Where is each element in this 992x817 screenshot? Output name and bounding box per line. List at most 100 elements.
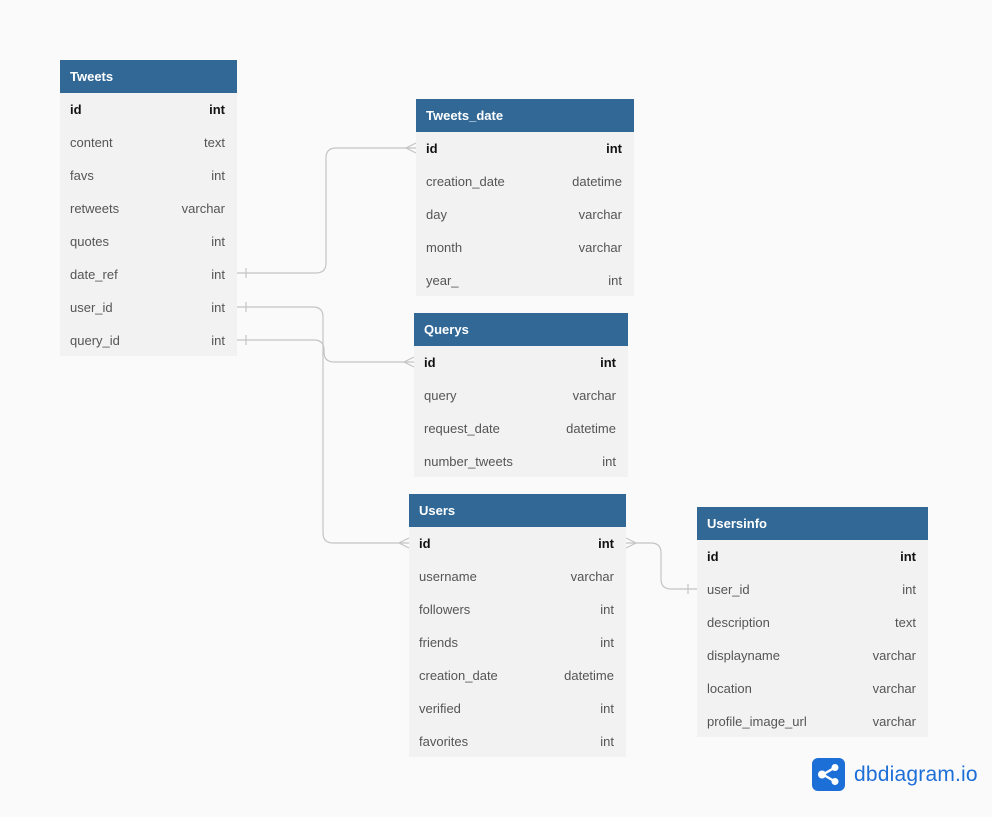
field-row-content[interactable]: content text (60, 126, 237, 159)
field-name: favorites (419, 733, 469, 749)
field-name: favs (70, 168, 94, 183)
relation-tweets-users[interactable] (237, 302, 410, 549)
field-name: number_tweets (424, 453, 513, 469)
relation-usersinfo-users[interactable] (625, 537, 697, 594)
brand-logo[interactable]: dbdiagram.io (812, 758, 978, 791)
field-type: int (606, 141, 622, 156)
field-row-query-id[interactable]: query_id int (60, 324, 237, 356)
field-row-day[interactable]: day varchar (416, 198, 634, 231)
field-type: varchar (578, 207, 622, 222)
field-type: int (211, 168, 225, 183)
field-row-id[interactable]: id int (414, 346, 628, 379)
field-type: text (895, 615, 916, 630)
field-name: id (424, 355, 436, 370)
field-type: varchar (181, 201, 225, 216)
field-name: year_ (426, 272, 459, 288)
field-name: content (70, 135, 113, 150)
field-type: int (608, 272, 622, 288)
field-name: user_id (707, 582, 750, 597)
field-row-description[interactable]: description text (697, 606, 928, 639)
field-type: int (600, 701, 614, 716)
table-header-usersinfo[interactable]: Usersinfo (697, 507, 928, 540)
field-name: quotes (70, 234, 110, 249)
field-name: followers (419, 602, 471, 617)
relation-tweets-date[interactable] (237, 142, 417, 278)
field-row-creation-date[interactable]: creation_date datetime (409, 659, 626, 692)
field-type: datetime (564, 668, 614, 683)
field-row-favs[interactable]: favs int (60, 159, 237, 192)
field-row-location[interactable]: location varchar (697, 672, 928, 705)
field-row-quotes[interactable]: quotes int (60, 225, 237, 258)
field-row-date-ref[interactable]: date_ref int (60, 258, 237, 291)
field-row-month[interactable]: month varchar (416, 231, 634, 264)
field-name: verified (419, 701, 461, 716)
field-name: displayname (707, 648, 780, 663)
table-tweets[interactable]: Tweets id int content text favs int retweets va… (60, 60, 237, 356)
field-row-retweets[interactable]: retweets varchar (60, 192, 237, 225)
field-row-displayname[interactable]: displayname varchar (697, 639, 928, 672)
field-row-favorites[interactable]: favorites int (409, 725, 626, 757)
field-name: date_ref (70, 267, 118, 282)
field-name: location (707, 681, 752, 696)
field-type: varchar (872, 681, 916, 696)
field-type: text (204, 135, 225, 150)
field-name: query_id (70, 332, 120, 348)
table-header-querys[interactable]: Querys (414, 313, 628, 346)
table-header-users[interactable]: Users (409, 494, 626, 527)
field-type: int (209, 102, 225, 117)
field-name: month (426, 240, 463, 255)
field-name: id (70, 102, 82, 117)
table-header-tweets-date[interactable]: Tweets_date (416, 99, 634, 132)
field-row-id[interactable]: id int (416, 132, 634, 165)
field-type: int (602, 453, 616, 469)
field-type: int (211, 234, 225, 249)
brand-text: dbdiagram.io (854, 762, 978, 786)
field-name: query (424, 388, 457, 403)
share-nodes-icon (812, 758, 845, 791)
field-row-id[interactable]: id int (60, 93, 237, 126)
field-row-user-id[interactable]: user_id int (697, 573, 928, 606)
field-type: int (211, 332, 225, 348)
field-type: int (600, 733, 614, 749)
field-name: id (707, 549, 719, 564)
field-type: varchar (570, 569, 614, 584)
field-name: description (707, 615, 770, 630)
field-type: int (600, 355, 616, 370)
field-row-number-tweets[interactable]: number_tweets int (414, 445, 628, 477)
field-row-username[interactable]: username varchar (409, 560, 626, 593)
field-name: day (426, 207, 447, 222)
field-name: username (419, 569, 477, 584)
field-name: friends (419, 635, 459, 650)
field-type: datetime (566, 421, 616, 436)
field-type: int (902, 582, 916, 597)
field-row-friends[interactable]: friends int (409, 626, 626, 659)
field-name: creation_date (419, 668, 498, 683)
field-name: user_id (70, 300, 113, 315)
field-type: int (211, 267, 225, 282)
table-header-tweets[interactable]: Tweets (60, 60, 237, 93)
field-type: int (598, 536, 614, 551)
field-type: int (600, 635, 614, 650)
field-type: varchar (872, 648, 916, 663)
relation-tweets-querys[interactable] (237, 335, 415, 368)
field-type: varchar (872, 713, 916, 729)
field-row-profile-image-url[interactable]: profile_image_url varchar (697, 705, 928, 737)
field-type: varchar (578, 240, 622, 255)
field-row-year-[interactable]: year_ int (416, 264, 634, 296)
field-name: id (426, 141, 438, 156)
field-name: retweets (70, 201, 120, 216)
field-name: profile_image_url (707, 713, 807, 729)
field-row-verified[interactable]: verified int (409, 692, 626, 725)
